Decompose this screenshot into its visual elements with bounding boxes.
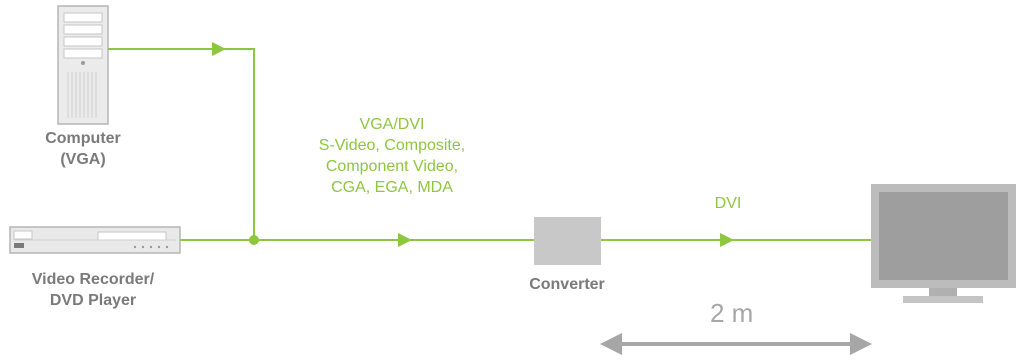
input-signals-label: VGA/DVI S-Video, Composite, Component Vi…: [272, 114, 512, 198]
computer-label-line-2: (VGA): [60, 151, 106, 168]
distance-label: 2 m: [710, 298, 754, 328]
connection-lines: [108, 48, 878, 241]
video-recorder-label-line-2: DVD Player: [49, 292, 137, 309]
output-signal-label: DVI: [714, 195, 742, 212]
converter-box-icon: [534, 217, 601, 265]
computer-connection: [108, 48, 255, 240]
output-signal-arrow: [720, 233, 734, 247]
computer-signal-arrow: [212, 42, 226, 56]
input-signal-line-1: VGA/DVI: [359, 116, 425, 133]
input-signal-line-3: Component Video,: [325, 158, 459, 175]
distance-arrow: [600, 333, 872, 355]
computer-label: Computer (VGA): [13, 128, 153, 170]
input-signal-line-4: CGA, EGA, MDA: [331, 179, 453, 196]
converter-label: Converter: [529, 276, 605, 293]
junction-dot: [249, 235, 259, 245]
input-signal-arrow: [398, 233, 412, 247]
computer-label-line-1: Computer: [45, 130, 121, 147]
input-signal-line-2: S-Video, Composite,: [318, 137, 466, 154]
monitor-icon: [871, 184, 1016, 303]
video-recorder-label: Video Recorder/ DVD Player: [0, 269, 186, 311]
computer-tower-icon: [57, 5, 109, 125]
video-recorder-label-line-1: Video Recorder/: [31, 271, 155, 288]
video-recorder-icon: [9, 226, 181, 254]
